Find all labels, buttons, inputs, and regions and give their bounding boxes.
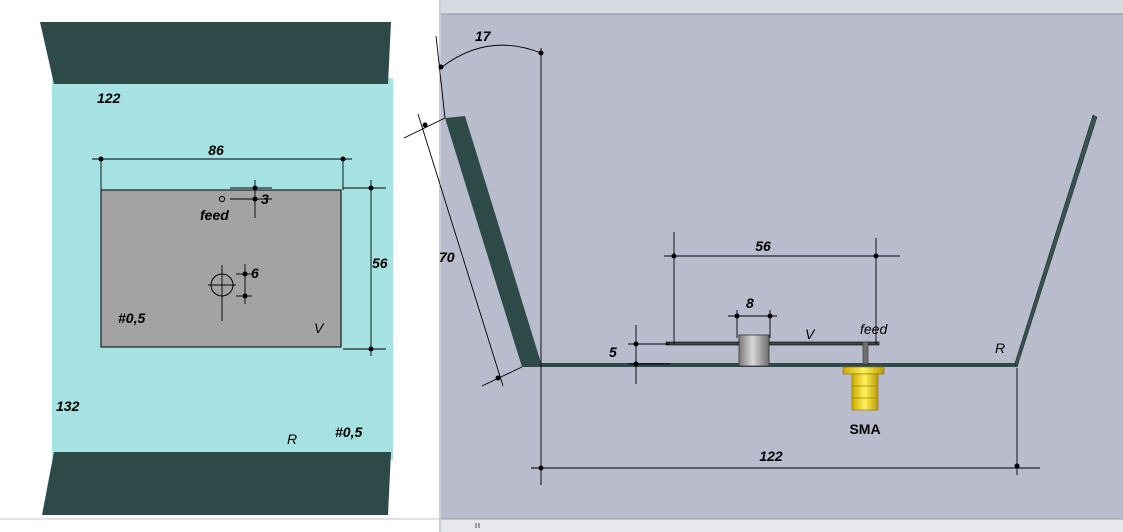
dim-label-122-side: 122 [759,448,783,464]
top-view-panel: 86 3 feed 6 56 [0,0,441,532]
dimension-post-6: 6 [236,264,259,304]
dimension-angle-17: 17 [435,28,544,485]
feed-point [218,195,226,203]
dim-label-132: 132 [56,398,80,414]
center-post-marker [208,265,236,321]
reflector-side-wall-right [1014,114,1098,368]
dimension-feed-offset-3: 3 [230,180,272,218]
dimension-patch-height-5: 5 [609,325,670,384]
patch-label-v-side: V [805,326,816,342]
dimension-patch-width-86: 86 [92,142,352,190]
dim-label-56-top: 56 [372,255,388,271]
side-view-panel: 17 70 56 8 [403,0,1123,532]
dim-label-122-top: 122 [97,90,121,106]
feed-label-top: feed [200,207,229,223]
reflector-base-side [522,363,1019,367]
dimension-patch-width-56-side: 56 [664,232,900,344]
patch-thickness-label: #0,5 [118,310,145,326]
dimension-patch-height-56: 56 [343,180,388,356]
dim-label-86: 86 [208,142,224,158]
patch-element [100,189,342,348]
patch-plate-side [665,341,880,346]
sma-label: SMA [849,421,880,437]
reflector-side-flap-bottom [42,452,391,515]
dim-label-3: 3 [261,191,269,207]
reflector-side-flap-top [40,22,391,84]
dimension-post-width-8: 8 [728,295,777,338]
sma-connector [842,366,885,411]
reflector-thickness-label: #0,5 [335,424,362,440]
dim-label-56-side: 56 [755,238,771,254]
resize-grip-icon[interactable] [475,523,480,528]
reflector-side-wall-left [445,116,541,367]
feed-label-side: feed [860,321,888,337]
dim-label-6: 6 [251,265,259,281]
dimension-reflector-width-122-side: 122 [531,368,1040,475]
dim-label-70: 70 [439,249,455,265]
dim-label-17: 17 [475,28,492,44]
side-view-bottom-strip [441,519,1123,532]
side-view-top-strip [441,0,1123,14]
reflector-label-r-side: R [995,340,1005,356]
side-view-background [441,0,1123,532]
center-post-side [738,334,770,367]
feed-pin-side [862,341,869,365]
dimension-side-length-70: 70 [403,113,523,387]
reflector-label-r-top: R [287,431,297,447]
patch-label-v-top: V [314,320,325,336]
dim-label-8: 8 [746,295,754,311]
dim-label-5: 5 [609,344,617,360]
